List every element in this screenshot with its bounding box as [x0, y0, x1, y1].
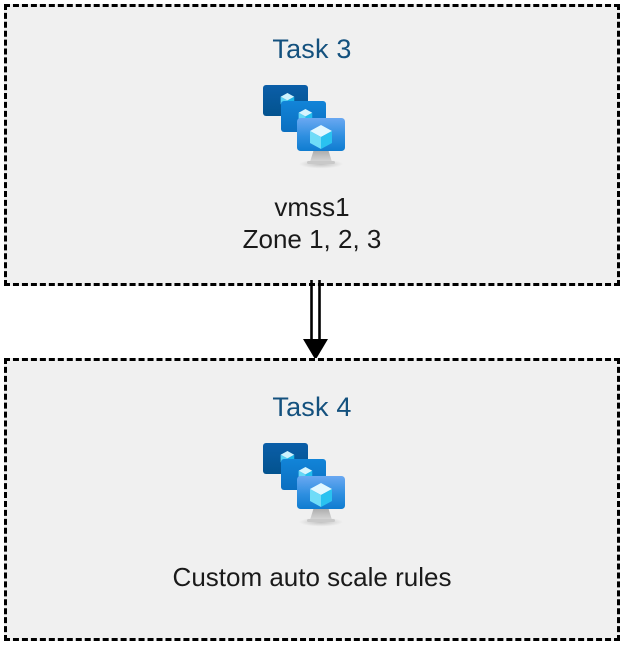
vmss-stacked-monitors-icon: [263, 443, 345, 527]
task-title: Task 3: [272, 34, 352, 64]
caption-block: vmss1 Zone 1, 2, 3: [243, 191, 382, 255]
task-box-content: Task 4: [7, 361, 617, 638]
vmss-icon-container: [257, 77, 367, 177]
caption-line: Custom auto scale rules: [172, 562, 452, 592]
caption-line: vmss1: [274, 192, 350, 222]
connector-arrow-down-icon: [303, 280, 328, 360]
task-box-task-4[interactable]: Task 4: [4, 358, 620, 641]
caption-block: Custom auto scale rules: [173, 561, 452, 593]
task-box-content: Task 3: [7, 7, 617, 283]
vmss-icon-container: [257, 435, 367, 535]
task-box-task-3[interactable]: Task 3: [4, 4, 620, 286]
caption-line: Zone 1, 2, 3: [242, 224, 382, 254]
task-title: Task 4: [272, 392, 352, 422]
vmss-stacked-monitors-icon: [263, 85, 345, 169]
